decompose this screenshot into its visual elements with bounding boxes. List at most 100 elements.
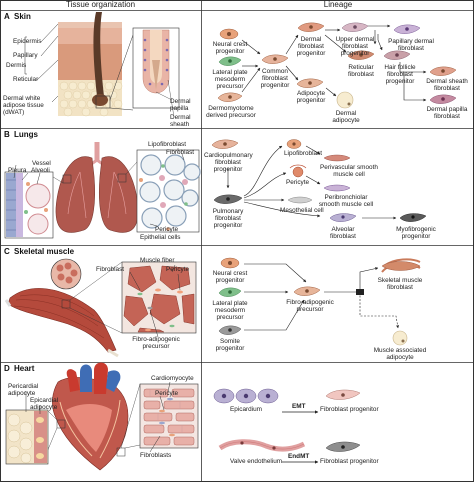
skin-lateral-plate-line2: mesoderm <box>214 76 246 83</box>
heart-lineage-arrows <box>282 410 319 464</box>
label-dermal-sheath-1: Dermal <box>170 114 191 121</box>
skin-lineage-cells <box>217 22 457 109</box>
label-fibroblast-muscle: Fibroblast <box>96 266 125 273</box>
skin-leader-lines <box>24 23 59 103</box>
muscle-ncp-line2: progenitor <box>215 277 245 284</box>
panel-c-letter: C <box>4 247 10 256</box>
muscle-illustration <box>4 258 123 358</box>
label-alveoli: Alveoli <box>31 167 50 174</box>
muscle-smf-line1: Skeletal muscle <box>377 277 423 284</box>
lung-illustration <box>44 142 139 233</box>
skin-dermomyotome-line2: derived precursor <box>206 112 256 119</box>
skin-common-fibroblast-line3: progenitor <box>260 82 290 89</box>
pericardial-fat-inset <box>5 409 49 465</box>
heart-fibroblast-progenitor-1: Fibroblast progenitor <box>320 406 379 413</box>
skin-ap-line1: Adipocyte <box>296 90 326 97</box>
skin-lateral-plate-line1: Lateral plate <box>212 69 248 76</box>
skin-dfp-line1: Dermal <box>300 36 322 43</box>
muscle-leader-lines <box>129 264 181 338</box>
skin-dsf-line2: fibroblast <box>434 85 460 92</box>
label-fibroblasts-heart: Fibroblasts <box>140 452 172 459</box>
lung-leader-lines <box>13 148 185 227</box>
skin-pdf-line2: fibroblast <box>398 45 424 52</box>
lung-lineage-cells <box>211 139 427 222</box>
label-fap-tissue-line2: precursor <box>142 343 170 350</box>
muscle-fap-line2: precursor <box>296 306 324 313</box>
tissue-organization-header: Tissue organization <box>65 0 136 9</box>
muscle-lpm-line2: mesoderm <box>214 307 246 314</box>
label-dermal-papilla-2: papilla <box>170 105 189 112</box>
lung-alv-line1: Alveolar <box>331 226 355 233</box>
lung-lipofibroblast: Lipofibroblast <box>284 150 323 157</box>
label-vessel: Vessel <box>32 160 51 167</box>
label-dermis: Dermis <box>6 62 27 69</box>
heart-endmt: EndMT <box>288 453 310 460</box>
lung-pfp-line2: fibroblast <box>215 215 241 222</box>
skin-lineage-arrows <box>241 24 427 102</box>
label-pericyte-muscle: Pericyte <box>166 266 190 273</box>
lung-pvs-line1: Perivascular smooth <box>320 164 378 171</box>
label-fibroblast-lung: Fibroblast <box>166 149 195 156</box>
skin-common-fibroblast-line1: Common <box>262 68 288 75</box>
skin-lateral-plate-line3: precursor <box>216 83 244 90</box>
skin-udf-line3: progenitor <box>340 50 370 57</box>
label-pericyte-lung: Pericyte <box>155 226 179 233</box>
label-lipofibroblast: Lipofibroblast <box>148 141 187 148</box>
label-pericyte-heart: Pericyte <box>155 390 179 397</box>
muscle-smf-line2: fibroblast <box>387 284 413 291</box>
skin-hff-line3: progenitor <box>385 78 415 85</box>
skin-illustration <box>58 12 134 117</box>
skin-dermomyotome-line1: Dermomyotome <box>208 105 254 112</box>
lung-pvs-line2: muscle cell <box>333 171 365 178</box>
skin-da-line2: adipocyte <box>332 117 360 124</box>
lung-mesothelial: Mesothelial cell <box>280 207 324 214</box>
lung-pfp-line3: progenitor <box>213 222 243 229</box>
label-dwat-1: Dermal white <box>3 95 41 102</box>
lung-lineage-arrows <box>226 145 397 220</box>
heart-fibroblast-progenitor-2: Fibroblast progenitor <box>320 458 379 465</box>
heart-emt: EMT <box>292 403 306 410</box>
label-peri-line2: adipocyte <box>8 390 36 397</box>
skin-dfp-line3: progenitor <box>296 50 326 57</box>
skin-dpf-line2: fibroblast <box>434 113 460 120</box>
label-cardiomyocyte: Cardiomyocyte <box>151 375 194 382</box>
lung-cpf-line1: Cardiopulmonary <box>204 152 253 159</box>
muscle-fap-line1: Fibro-adipogenic <box>286 299 334 306</box>
label-peri-line1: Pericardial <box>8 383 39 390</box>
panel-b-letter: B <box>4 130 10 139</box>
skin-common-fibroblast-line2: fibroblast <box>262 75 288 82</box>
lineage-header: Lineage <box>323 0 353 9</box>
skin-udf-line2: fibroblast <box>342 43 368 50</box>
muscle-lineage-arrows <box>244 263 400 331</box>
muscle-maa-line2: adipocyte <box>386 354 414 361</box>
lung-myo-line2: progenitor <box>401 233 431 240</box>
skin-rf-line1: Reticular <box>348 64 374 71</box>
heart-leader-lines <box>25 381 171 453</box>
heart-valve-endothelium: Valve endothelium <box>230 458 283 465</box>
muscle-ncp-line1: Neural crest <box>212 270 248 277</box>
muscle-som-line2: progenitor <box>215 345 245 352</box>
skin-dfp-line2: fibroblast <box>298 43 324 50</box>
alveoli-left-inset <box>4 171 54 239</box>
muscle-fiber-inset <box>121 261 197 334</box>
